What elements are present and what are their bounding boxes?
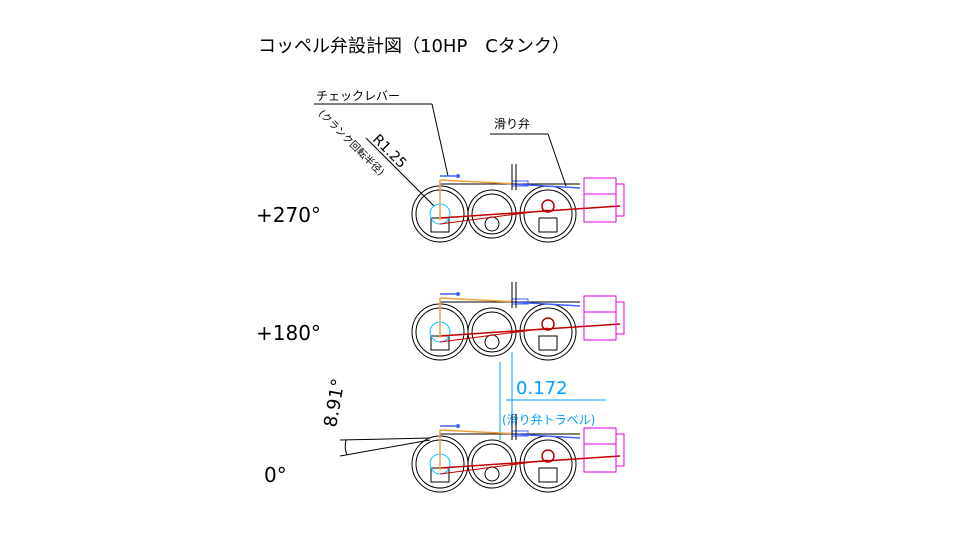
wheel-inner (523, 307, 573, 357)
valve-travel-note: (滑り弁トラベル) (502, 412, 595, 427)
axle-hub (484, 334, 500, 350)
wheel-outer (519, 303, 577, 361)
slide-valve-label: 滑り弁 (494, 116, 530, 131)
axle-box (430, 335, 450, 351)
mechanism-position-0 (411, 414, 625, 493)
lever-knob (456, 292, 460, 296)
lever-knob (456, 174, 460, 178)
valve-rod (511, 183, 581, 189)
lever-angle-label: 8.91° (320, 377, 349, 429)
axle-box (430, 217, 450, 233)
axle-box (538, 335, 558, 351)
cylinder-body (583, 177, 617, 223)
coupling-rod (439, 209, 549, 225)
cylinder-cover (615, 183, 625, 217)
wheel-inner (471, 311, 513, 353)
valve-link (439, 297, 521, 303)
crank-pin (541, 317, 555, 331)
cylinder-body (583, 427, 617, 473)
position-label-270: +270° (256, 203, 321, 227)
crank-pin (541, 199, 555, 213)
cylinder-cover (615, 301, 625, 335)
check-lever-leader (431, 103, 449, 177)
valve-travel-value: 0.172 (516, 378, 568, 399)
axle-hub (484, 466, 500, 482)
axle-box (538, 217, 558, 233)
slide-valve-leader (547, 133, 567, 187)
coupling-rod (439, 459, 549, 475)
crank-pin (541, 449, 555, 463)
wheel-inner (523, 189, 573, 239)
lever-knob (456, 424, 460, 428)
wheel-inner (523, 439, 573, 489)
cylinder-cover (615, 433, 625, 467)
axle-box (430, 467, 450, 483)
angle-dim-line-a (339, 437, 431, 441)
valve-rod (511, 301, 581, 307)
valve-rod (511, 433, 581, 439)
axle-hub (484, 216, 500, 232)
mechanism-position-270 (411, 164, 625, 243)
wheel-inner (471, 193, 513, 235)
wheel-outer (519, 435, 577, 493)
angle-dim-line-b (339, 439, 431, 457)
position-label-180: +180° (256, 321, 321, 345)
wheel-inner (471, 443, 513, 485)
check-lever-label: チェックレバー (316, 89, 400, 103)
valve-link (439, 429, 521, 435)
wheel-outer (519, 185, 577, 243)
angle-dim-arc (344, 439, 348, 456)
crank-radius-dimension-line (365, 137, 435, 207)
mechanism-position-180 (411, 282, 625, 361)
drawing-title: コッペル弁設計図（10HP Cタンク） (258, 36, 570, 57)
valve-link (439, 179, 521, 185)
cylinder-body (583, 295, 617, 341)
axle-box (538, 467, 558, 483)
position-label-0: 0° (264, 463, 287, 487)
coupling-rod (439, 327, 549, 343)
